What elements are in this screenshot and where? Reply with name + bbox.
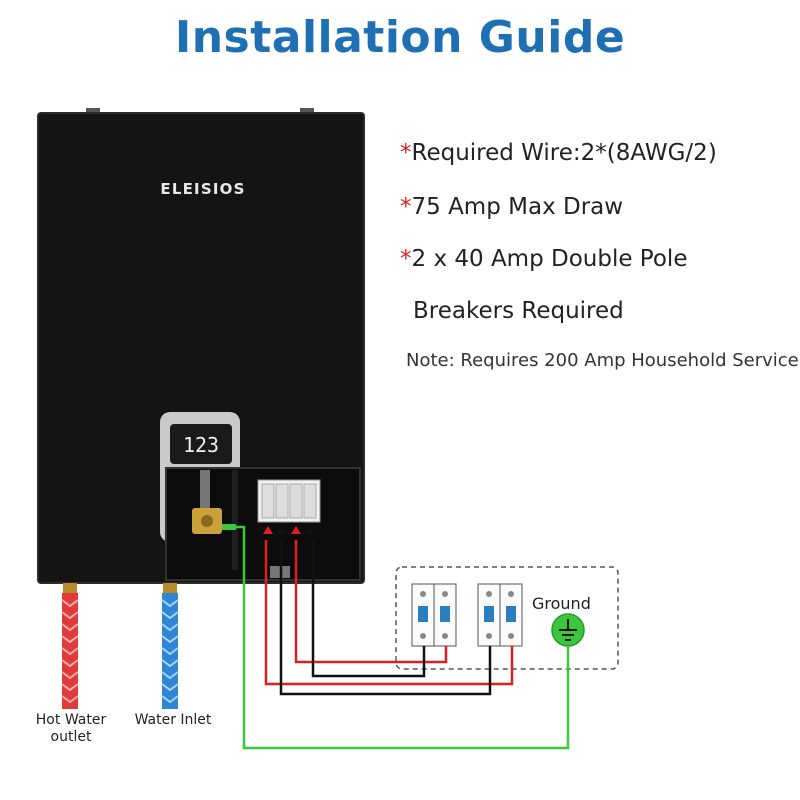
water-heater-unit: ELEISIOS 123: [37, 108, 365, 584]
terminal-block-icon: [257, 479, 321, 534]
spec-required-wire: *Required Wire:2*(8AWG/2): [400, 140, 717, 166]
page-title: Installation Guide: [174, 12, 626, 63]
ground-wire: [236, 525, 570, 750]
water-inlet-label: Water Inlet: [134, 712, 212, 728]
spec-max-draw: *75 Amp Max Draw: [400, 194, 624, 220]
ground-label: Ground: [532, 594, 591, 613]
hot-water-outlet-label: Hot Water outlet: [35, 712, 107, 745]
hot-water-pipe: [61, 583, 79, 709]
temperature-display: 123: [183, 433, 219, 457]
breaker-panel-outline: [395, 566, 619, 670]
live-wire-2: [294, 540, 448, 664]
spec-breakers-required: Breakers Required: [413, 298, 624, 324]
neutral-wire-1: [279, 540, 492, 696]
neutral-wire-2: [311, 540, 426, 678]
heater-body: [38, 113, 364, 583]
brand-logo: ELEISIOS: [160, 180, 245, 198]
breaker-icon: [411, 583, 457, 647]
wiring: [236, 525, 570, 750]
spec-breakers: *2 x 40 Amp Double Pole: [400, 246, 688, 272]
service-note: Note: Requires 200 Amp Household Service: [406, 350, 799, 371]
breaker-icon: [477, 583, 523, 647]
water-inlet-pipe: [161, 583, 179, 709]
ground-symbol-icon: [551, 613, 585, 647]
live-wire-1: [264, 540, 514, 686]
